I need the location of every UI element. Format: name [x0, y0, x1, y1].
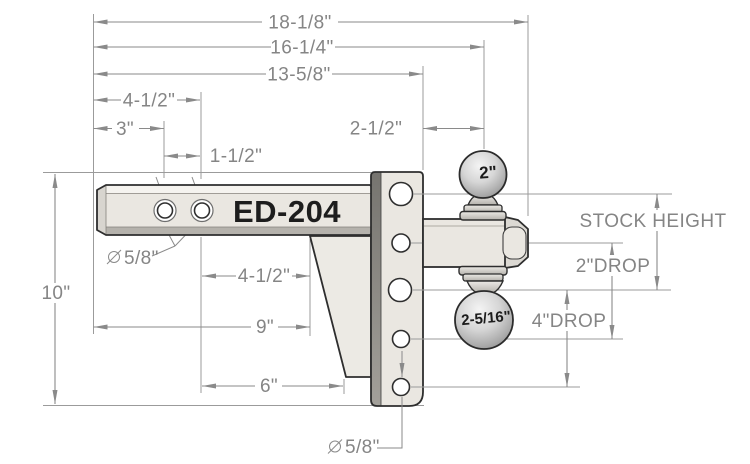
- dim-lower-span-small: 4-1/2": [238, 266, 290, 287]
- dim-overall-height: 10": [41, 283, 70, 304]
- diameter-symbol: [329, 440, 341, 453]
- wedge-gusset: [309, 235, 372, 378]
- shank-hole-diameter-label: 5/8": [124, 248, 159, 269]
- dim-shank-hole-span: 4-1/2": [123, 91, 175, 112]
- bracket-adjustment-holes: [387, 181, 414, 397]
- shank-bar: ED-204: [96, 184, 373, 236]
- adjustment-bracket: [370, 171, 424, 407]
- top-ball-size-label: 2": [479, 162, 498, 182]
- drop-4-label: 4"DROP: [532, 311, 607, 332]
- dim-first-pin-hole: 3": [116, 119, 134, 140]
- diameter-symbol: [108, 251, 120, 263]
- dimension-text-gaps: [42, 12, 404, 396]
- dim-to-bracket-face: 13-5/8": [267, 65, 330, 86]
- dimension-labels: 18-1/8" 16-1/4" 13-5/8" 4-1/2" 3" 1-1/2"…: [41, 13, 402, 398]
- bracket-hole-callout: 5/8": [327, 351, 405, 458]
- dim-lower-span-mid: 9": [256, 317, 274, 338]
- ball-mount-platform: [422, 216, 529, 269]
- drop-2-label: 2"DROP: [576, 256, 651, 277]
- bottom-hitch-ball-2-5-16in: 2-5/16": [454, 265, 514, 350]
- stock-height-label: STOCK HEIGHT: [580, 211, 727, 232]
- dim-lower-span-wedge: 6": [260, 376, 278, 397]
- bracket-hole-diameter-label: 5/8": [345, 437, 380, 458]
- part-number-label: ED-204: [233, 194, 341, 229]
- bottom-ball-size-label: 2-5/16": [461, 308, 512, 329]
- extension-lines: [43, 14, 529, 406]
- shank-pin-holes: [153, 198, 214, 223]
- dim-overall-length: 18-1/8": [268, 13, 331, 34]
- dim-pin-hole-spacing: 1-1/2": [210, 146, 262, 167]
- dim-bracket-to-ball: 2-1/2": [350, 119, 402, 140]
- top-hitch-ball-2in: 2": [458, 150, 508, 221]
- drop-dimensions: STOCK HEIGHT 2"DROP 4"DROP: [532, 194, 727, 387]
- dim-to-ball-center: 16-1/4": [270, 38, 333, 59]
